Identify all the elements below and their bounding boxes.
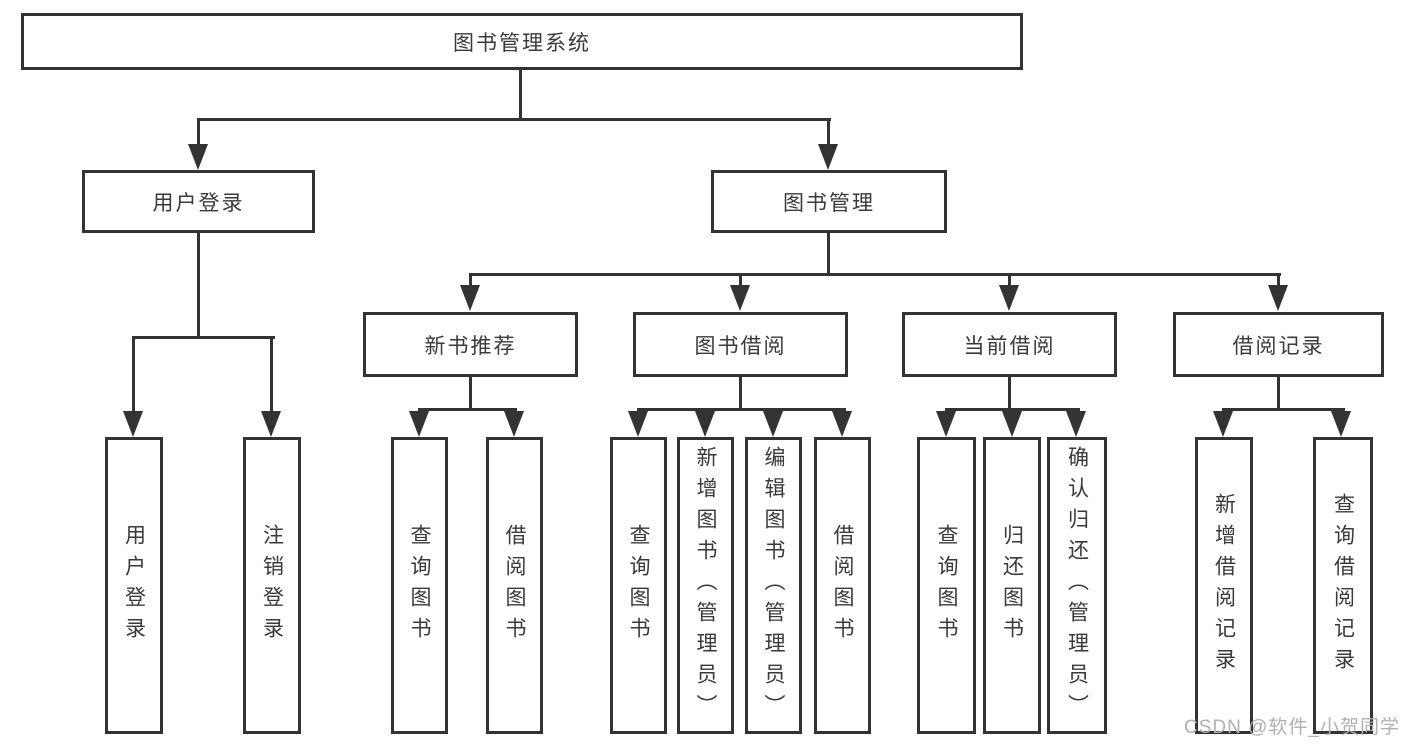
leaf-query-books-recommend: 查询图书 <box>391 437 448 734</box>
arrow-head <box>188 144 208 170</box>
leaf-query-books-borrow-label: 查询图书 <box>627 523 650 648</box>
leaf-add-book-admin: 新增图书（管理员） <box>677 437 734 734</box>
arrow-head <box>1331 411 1351 437</box>
arrow-head <box>730 285 750 311</box>
leaf-confirm-return-admin-label: 确认归还（管理员） <box>1065 446 1089 725</box>
arrow-head <box>936 411 956 437</box>
connector-hline <box>132 336 275 339</box>
leaf-return-book-label: 归还图书 <box>1000 523 1024 648</box>
leaf-return-book: 归还图书 <box>983 437 1041 734</box>
connector-hline <box>418 408 517 411</box>
connector-hline <box>637 408 846 411</box>
arrow-shaft <box>270 336 273 413</box>
leaf-query-books-current: 查询图书 <box>917 437 976 734</box>
arrow-head <box>999 285 1019 311</box>
arrow-shaft <box>827 118 830 146</box>
arrow-head <box>818 144 838 170</box>
node-root-label: 图书管理系统 <box>453 31 591 55</box>
node-borrow-records: 借阅记录 <box>1173 312 1384 377</box>
arrow-head <box>261 411 281 437</box>
leaf-confirm-return-admin: 确认归还（管理员） <box>1047 437 1107 734</box>
node-current-borrow-label: 当前借阅 <box>963 334 1056 358</box>
arrow-head <box>460 285 480 311</box>
node-book-borrow: 图书借阅 <box>633 312 848 377</box>
arrow-shaft <box>469 273 472 287</box>
connector-vline <box>469 377 472 408</box>
leaf-query-borrow-record-label: 查询借阅记录 <box>1331 492 1355 679</box>
connector-hline <box>1222 408 1345 411</box>
node-new-book-recommend-label: 新书推荐 <box>424 334 517 358</box>
arrow-shaft <box>1277 273 1280 287</box>
connector-vline <box>519 70 522 118</box>
leaf-logout: 注销登录 <box>243 437 301 734</box>
node-book-management: 图书管理 <box>711 170 947 233</box>
arrow-head <box>409 411 429 437</box>
arrow-head <box>123 411 143 437</box>
arrow-shaft <box>132 336 135 413</box>
arrow-head <box>1002 411 1022 437</box>
leaf-query-books-recommend-label: 查询图书 <box>408 523 431 648</box>
connector-vline <box>1008 377 1011 408</box>
node-current-borrow: 当前借阅 <box>902 312 1117 377</box>
arrow-head <box>832 411 852 437</box>
node-book-management-label: 图书管理 <box>783 191 875 215</box>
leaf-edit-book-admin: 编辑图书（管理员） <box>745 437 802 734</box>
leaf-edit-book-admin-label: 编辑图书（管理员） <box>762 446 785 725</box>
leaf-user-login: 用户登录 <box>105 437 163 734</box>
node-root: 图书管理系统 <box>21 13 1023 70</box>
arrow-head <box>1213 411 1233 437</box>
leaf-borrow-books-recommend: 借阅图书 <box>486 437 543 734</box>
arrow-shaft <box>1008 273 1011 287</box>
node-user-login: 用户登录 <box>82 170 315 233</box>
arrow-head <box>763 411 783 437</box>
leaf-logout-label: 注销登录 <box>260 523 284 648</box>
node-new-book-recommend: 新书推荐 <box>363 312 578 377</box>
leaf-query-borrow-record: 查询借阅记录 <box>1313 437 1373 734</box>
connector-vline <box>1277 377 1280 408</box>
csdn-watermark: CSDN @软件_小贺同学 <box>1184 717 1400 738</box>
leaf-borrow-books: 借阅图书 <box>814 437 871 734</box>
arrow-shaft <box>739 273 742 287</box>
arrow-head <box>628 411 648 437</box>
arrow-head <box>695 411 715 437</box>
leaf-user-login-label: 用户登录 <box>122 523 146 648</box>
leaf-add-borrow-record-label: 新增借阅记录 <box>1212 492 1236 679</box>
leaf-add-book-admin-label: 新增图书（管理员） <box>694 446 717 725</box>
leaf-borrow-books-label: 借阅图书 <box>831 523 854 648</box>
leaf-query-books-borrow: 查询图书 <box>610 437 667 734</box>
connector-vline <box>739 377 742 408</box>
arrow-head <box>1268 285 1288 311</box>
arrow-head <box>1066 411 1086 437</box>
leaf-borrow-books-recommend-label: 借阅图书 <box>503 523 526 648</box>
connector-vline <box>827 233 830 273</box>
node-borrow-records-label: 借阅记录 <box>1232 334 1325 358</box>
node-book-borrow-label: 图书借阅 <box>694 334 787 358</box>
node-user-login-label: 用户登录 <box>152 191 245 215</box>
connector-vline <box>197 233 200 336</box>
leaf-query-books-current-label: 查询图书 <box>935 523 958 648</box>
arrow-shaft <box>197 118 200 146</box>
connector-hline <box>197 118 831 121</box>
leaf-add-borrow-record: 新增借阅记录 <box>1195 437 1253 734</box>
arrow-head <box>504 411 524 437</box>
connector-hline <box>469 273 1281 276</box>
